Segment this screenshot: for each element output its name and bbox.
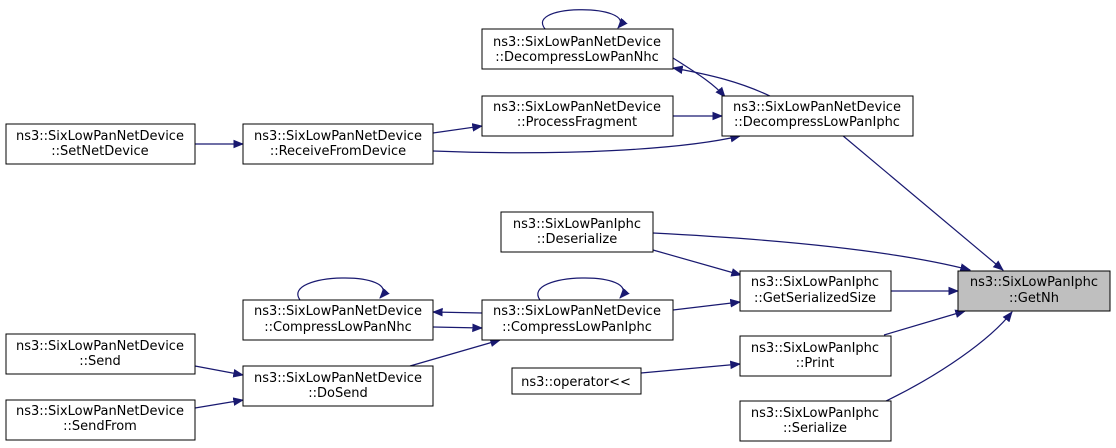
node-set-net-device[interactable]: ns3::SixLowPanNetDevice ::SetNetDevice (5, 123, 196, 165)
svg-text:::ReceiveFromDevice: ::ReceiveFromDevice (270, 144, 406, 159)
svg-text:::DecompressLowPanNhc: ::DecompressLowPanNhc (495, 50, 659, 65)
svg-text:::GetSerializedSize: ::GetSerializedSize (754, 291, 876, 306)
svg-text:::Send: ::Send (79, 354, 121, 369)
svg-text:::Print: ::Print (796, 356, 835, 371)
node-decompress-lowpan-iphc[interactable]: ns3::SixLowPanNetDevice ::DecompressLowP… (721, 95, 914, 137)
edge-dosend-to-compress-iphc (409, 338, 502, 367)
svg-text:::Serialize: ::Serialize (783, 421, 847, 436)
edge-compress-nhc-self (297, 277, 390, 301)
edge-decompress-iphc-to-nhc (671, 65, 771, 97)
svg-text:::DoSend: ::DoSend (308, 386, 367, 401)
svg-text:ns3::SixLowPanIphc: ns3::SixLowPanIphc (751, 341, 879, 356)
svg-text:ns3::SixLowPanNetDevice: ns3::SixLowPanNetDevice (254, 304, 422, 319)
node-receive-from-device[interactable]: ns3::SixLowPanNetDevice ::ReceiveFromDev… (242, 123, 434, 165)
svg-text:ns3::SixLowPanNetDevice: ns3::SixLowPanNetDevice (16, 404, 184, 419)
edge-receive-to-process-fragment (432, 123, 484, 134)
edge-send-to-dosend (194, 365, 245, 378)
edge-compress-iphc-to-getserializedsize (672, 298, 742, 311)
node-operator-shift[interactable]: ns3::operator<< (511, 367, 642, 395)
svg-text:::SendFrom: ::SendFrom (63, 419, 137, 434)
edge-receive-to-decompress-iphc (432, 133, 742, 154)
svg-text:ns3::SixLowPanNetDevice: ns3::SixLowPanNetDevice (493, 35, 661, 50)
svg-text:ns3::SixLowPanNetDevice: ns3::SixLowPanNetDevice (16, 339, 184, 354)
node-send[interactable]: ns3::SixLowPanNetDevice ::Send (5, 333, 196, 375)
edge-compress-iphc-to-compress-nhc (431, 307, 483, 317)
edge-sendfrom-to-dosend (194, 397, 245, 409)
edge-decompress-nhc-to-iphc (672, 57, 726, 98)
svg-text:ns3::SixLowPanNetDevice: ns3::SixLowPanNetDevice (493, 100, 661, 115)
svg-text:::ProcessFragment: ::ProcessFragment (517, 115, 637, 130)
edge-operator-to-print (640, 360, 742, 374)
edge-serialize-to-getnh (883, 311, 1013, 403)
edges (194, 9, 1013, 409)
node-get-nh[interactable]: ns3::SixLowPanIphc ::GetNh (957, 270, 1111, 312)
node-get-serialized-size[interactable]: ns3::SixLowPanIphc ::GetSerializedSize (739, 270, 892, 312)
svg-text:ns3::SixLowPanNetDevice: ns3::SixLowPanNetDevice (254, 371, 422, 386)
node-decompress-lowpan-nhc[interactable]: ns3::SixLowPanNetDevice ::DecompressLowP… (481, 28, 674, 70)
svg-text:ns3::SixLowPanIphc: ns3::SixLowPanIphc (751, 275, 879, 290)
svg-text:ns3::SixLowPanNetDevice: ns3::SixLowPanNetDevice (254, 129, 422, 144)
node-deserialize[interactable]: ns3::SixLowPanIphc ::Deserialize (500, 211, 654, 253)
node-do-send[interactable]: ns3::SixLowPanNetDevice ::DoSend (242, 365, 434, 407)
edge-deserialize-to-getnh (652, 232, 972, 272)
svg-text:::GetNh: ::GetNh (1009, 291, 1059, 306)
svg-text:::CompressLowPanIphc: ::CompressLowPanIphc (502, 320, 652, 335)
svg-text:ns3::SixLowPanNetDevice: ns3::SixLowPanNetDevice (16, 129, 184, 144)
edge-compress-iphc-self (537, 277, 630, 301)
node-compress-lowpan-nhc[interactable]: ns3::SixLowPanNetDevice ::CompressLowPan… (242, 299, 434, 341)
node-print[interactable]: ns3::SixLowPanIphc ::Print (739, 335, 892, 377)
node-process-fragment[interactable]: ns3::SixLowPanNetDevice ::ProcessFragmen… (481, 95, 674, 137)
svg-text:ns3::operator<<: ns3::operator<< (521, 375, 631, 390)
edge-decompress-nhc-self (541, 9, 628, 33)
svg-text:::Deserialize: ::Deserialize (537, 232, 618, 247)
svg-text:ns3::SixLowPanNetDevice: ns3::SixLowPanNetDevice (493, 304, 661, 319)
svg-text:::DecompressLowPanIphc: ::DecompressLowPanIphc (734, 115, 900, 130)
node-send-from[interactable]: ns3::SixLowPanNetDevice ::SendFrom (5, 399, 196, 441)
edge-print-to-getnh (883, 309, 967, 336)
svg-text:::SetNetDevice: ::SetNetDevice (51, 144, 148, 159)
node-serialize[interactable]: ns3::SixLowPanIphc ::Serialize (739, 400, 892, 442)
svg-text:ns3::SixLowPanIphc: ns3::SixLowPanIphc (513, 217, 641, 232)
svg-text:ns3::SixLowPanIphc: ns3::SixLowPanIphc (751, 406, 879, 421)
edge-compress-nhc-to-compress-iphc (432, 323, 484, 333)
edge-deserialize-to-getserializedsize (652, 249, 743, 277)
svg-text:ns3::SixLowPanIphc: ns3::SixLowPanIphc (970, 275, 1098, 290)
edge-decompress-iphc-to-getnh (841, 134, 1004, 271)
svg-text:::CompressLowPanNhc: ::CompressLowPanNhc (264, 320, 411, 335)
svg-text:ns3::SixLowPanNetDevice: ns3::SixLowPanNetDevice (733, 100, 901, 115)
node-compress-lowpan-iphc[interactable]: ns3::SixLowPanNetDevice ::CompressLowPan… (481, 299, 674, 341)
